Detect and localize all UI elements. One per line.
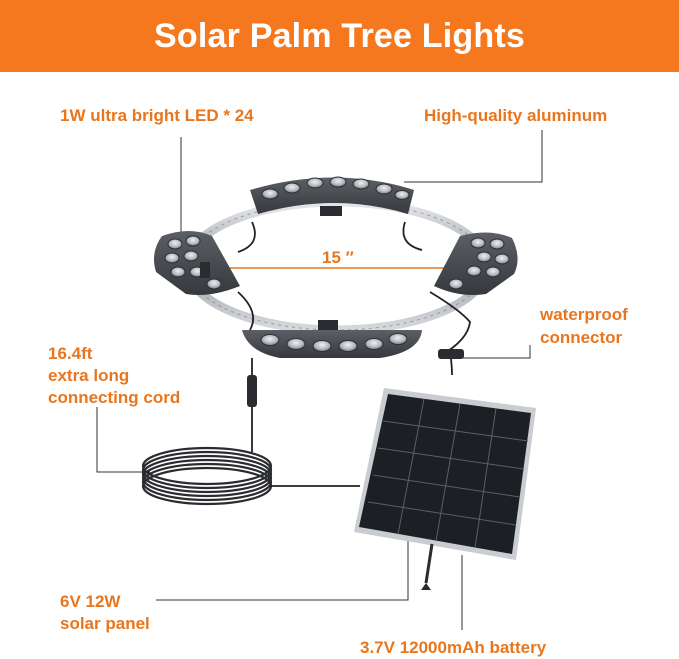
light-module-left bbox=[154, 231, 240, 295]
connector-callout-line2: connector bbox=[540, 328, 623, 347]
panel-callout-line bbox=[156, 520, 409, 601]
aluminum-callout: High-quality aluminum bbox=[424, 106, 608, 125]
cord-callout-line bbox=[96, 407, 150, 473]
panel-callout-line1: 6V 12W bbox=[60, 592, 121, 611]
solar-panel bbox=[354, 388, 536, 590]
module-wires bbox=[237, 221, 471, 357]
product-illustration bbox=[96, 130, 543, 630]
callout-lines bbox=[96, 130, 543, 630]
width-callout: 15 ″ bbox=[322, 248, 354, 267]
connector-callout-line1: waterproof bbox=[540, 305, 628, 324]
panel-callout-line2: solar panel bbox=[60, 614, 150, 633]
title-banner: Solar Palm Tree Lights bbox=[0, 0, 679, 72]
cord-coil bbox=[141, 446, 273, 506]
cord-callout-line2: extra long bbox=[48, 366, 130, 385]
connector-callout-line bbox=[458, 345, 531, 359]
connecting-cable bbox=[247, 358, 257, 452]
led-callout: 1W ultra bright LED * 24 bbox=[60, 106, 254, 125]
cord-callout-line3: connecting cord bbox=[48, 388, 181, 407]
cord-callout-line1: 16.4ft bbox=[48, 344, 93, 363]
aluminum-callout-line bbox=[404, 130, 543, 183]
battery-callout: 3.7V 12000mAh battery bbox=[360, 638, 547, 657]
light-module-top bbox=[250, 176, 414, 216]
light-module-bottom bbox=[242, 320, 422, 358]
light-module-right bbox=[434, 232, 518, 295]
waterproof-connector bbox=[438, 349, 464, 376]
page-title: Solar Palm Tree Lights bbox=[154, 16, 525, 55]
